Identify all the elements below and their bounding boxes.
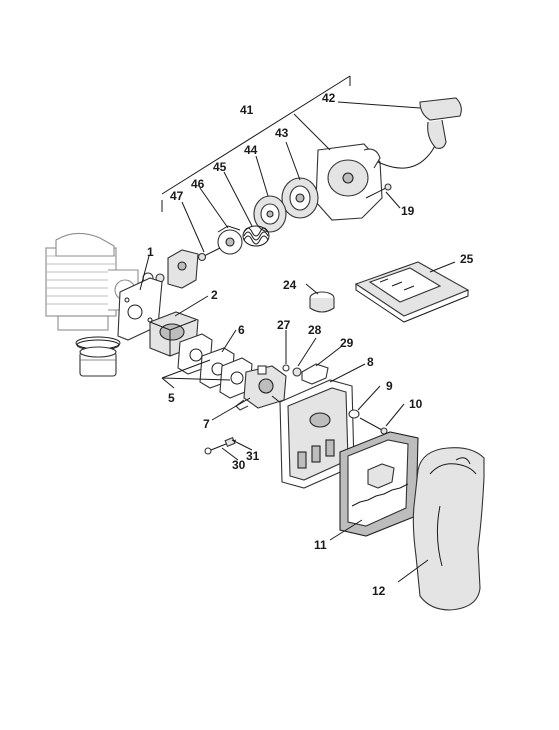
callout-31: 31	[246, 449, 260, 463]
callout-45: 45	[213, 160, 227, 174]
callout-25: 25	[460, 252, 474, 266]
air-filter-housing	[279, 379, 355, 489]
callout-9: 9	[386, 379, 393, 393]
air-filter-element	[339, 431, 419, 537]
rope-pulley	[281, 177, 319, 219]
air-filter-cover	[412, 447, 485, 611]
ratchet-screw	[197, 247, 221, 262]
washer	[348, 409, 360, 419]
callout-42: 42	[322, 91, 336, 105]
starter-housing	[315, 143, 383, 221]
callout-29: 29	[340, 336, 354, 350]
starter-handle	[419, 97, 462, 149]
callout-8: 8	[367, 355, 374, 369]
adjusting-screw	[204, 437, 237, 455]
callout-19: 19	[401, 204, 415, 218]
starter-cup	[167, 249, 199, 289]
callout-10: 10	[409, 397, 423, 411]
instruction-manual	[354, 261, 470, 323]
callout-12: 12	[372, 584, 386, 598]
carburetor-gaskets	[177, 333, 253, 399]
primer-cap	[309, 291, 335, 313]
callout-11: 11	[314, 538, 327, 552]
callout-41: 41	[240, 103, 254, 117]
callout-1: 1	[147, 245, 154, 259]
callout-28: 28	[308, 323, 322, 337]
piston	[79, 346, 117, 377]
callout-47: 47	[170, 189, 184, 203]
spring-case	[253, 195, 287, 233]
screw	[359, 417, 388, 435]
callout-2: 2	[211, 288, 218, 302]
ratchet	[217, 225, 243, 255]
callout-7: 7	[203, 417, 210, 431]
leader-lines	[139, 101, 456, 583]
starter-rope	[377, 129, 438, 169]
housing-screw	[365, 183, 392, 199]
small-fittings	[282, 363, 329, 385]
callout-30: 30	[232, 458, 246, 472]
callout-24: 24	[283, 278, 297, 292]
callout-5: 5	[168, 391, 175, 405]
carburetor	[235, 365, 287, 411]
starter-bracket-line	[161, 75, 351, 212]
callout-27: 27	[277, 318, 291, 332]
recoil-spring	[242, 225, 270, 247]
callout-labels: 1 2 5 6 7 8 9 10 11 12 19 24 25 27 28 29…	[147, 91, 474, 598]
callout-44: 44	[244, 143, 258, 157]
callout-43: 43	[275, 126, 289, 140]
callout-46: 46	[191, 177, 205, 191]
callout-6: 6	[238, 323, 245, 337]
